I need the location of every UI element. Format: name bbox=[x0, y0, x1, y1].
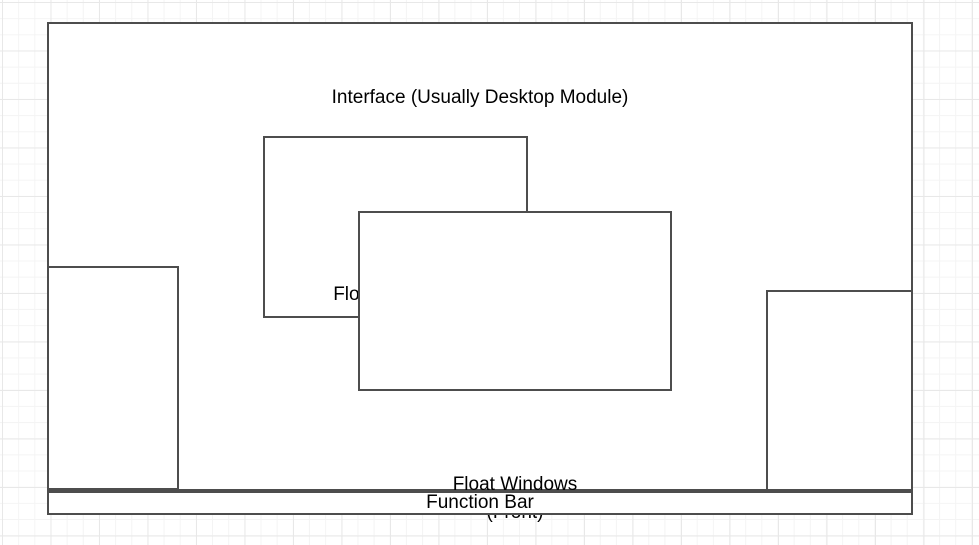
interface-label: Interface (Usually Desktop Module) bbox=[331, 87, 629, 108]
device-mounting-manager-panel[interactable]: Device Mounting Manager bbox=[766, 290, 913, 491]
float-window-front[interactable]: Float Windows (Front) bbox=[358, 211, 672, 523]
function-bar-label: Function Bar bbox=[426, 492, 534, 513]
list-menu-panel[interactable]: List Menu bbox=[47, 266, 179, 490]
function-bar[interactable]: Function Bar bbox=[47, 491, 913, 515]
